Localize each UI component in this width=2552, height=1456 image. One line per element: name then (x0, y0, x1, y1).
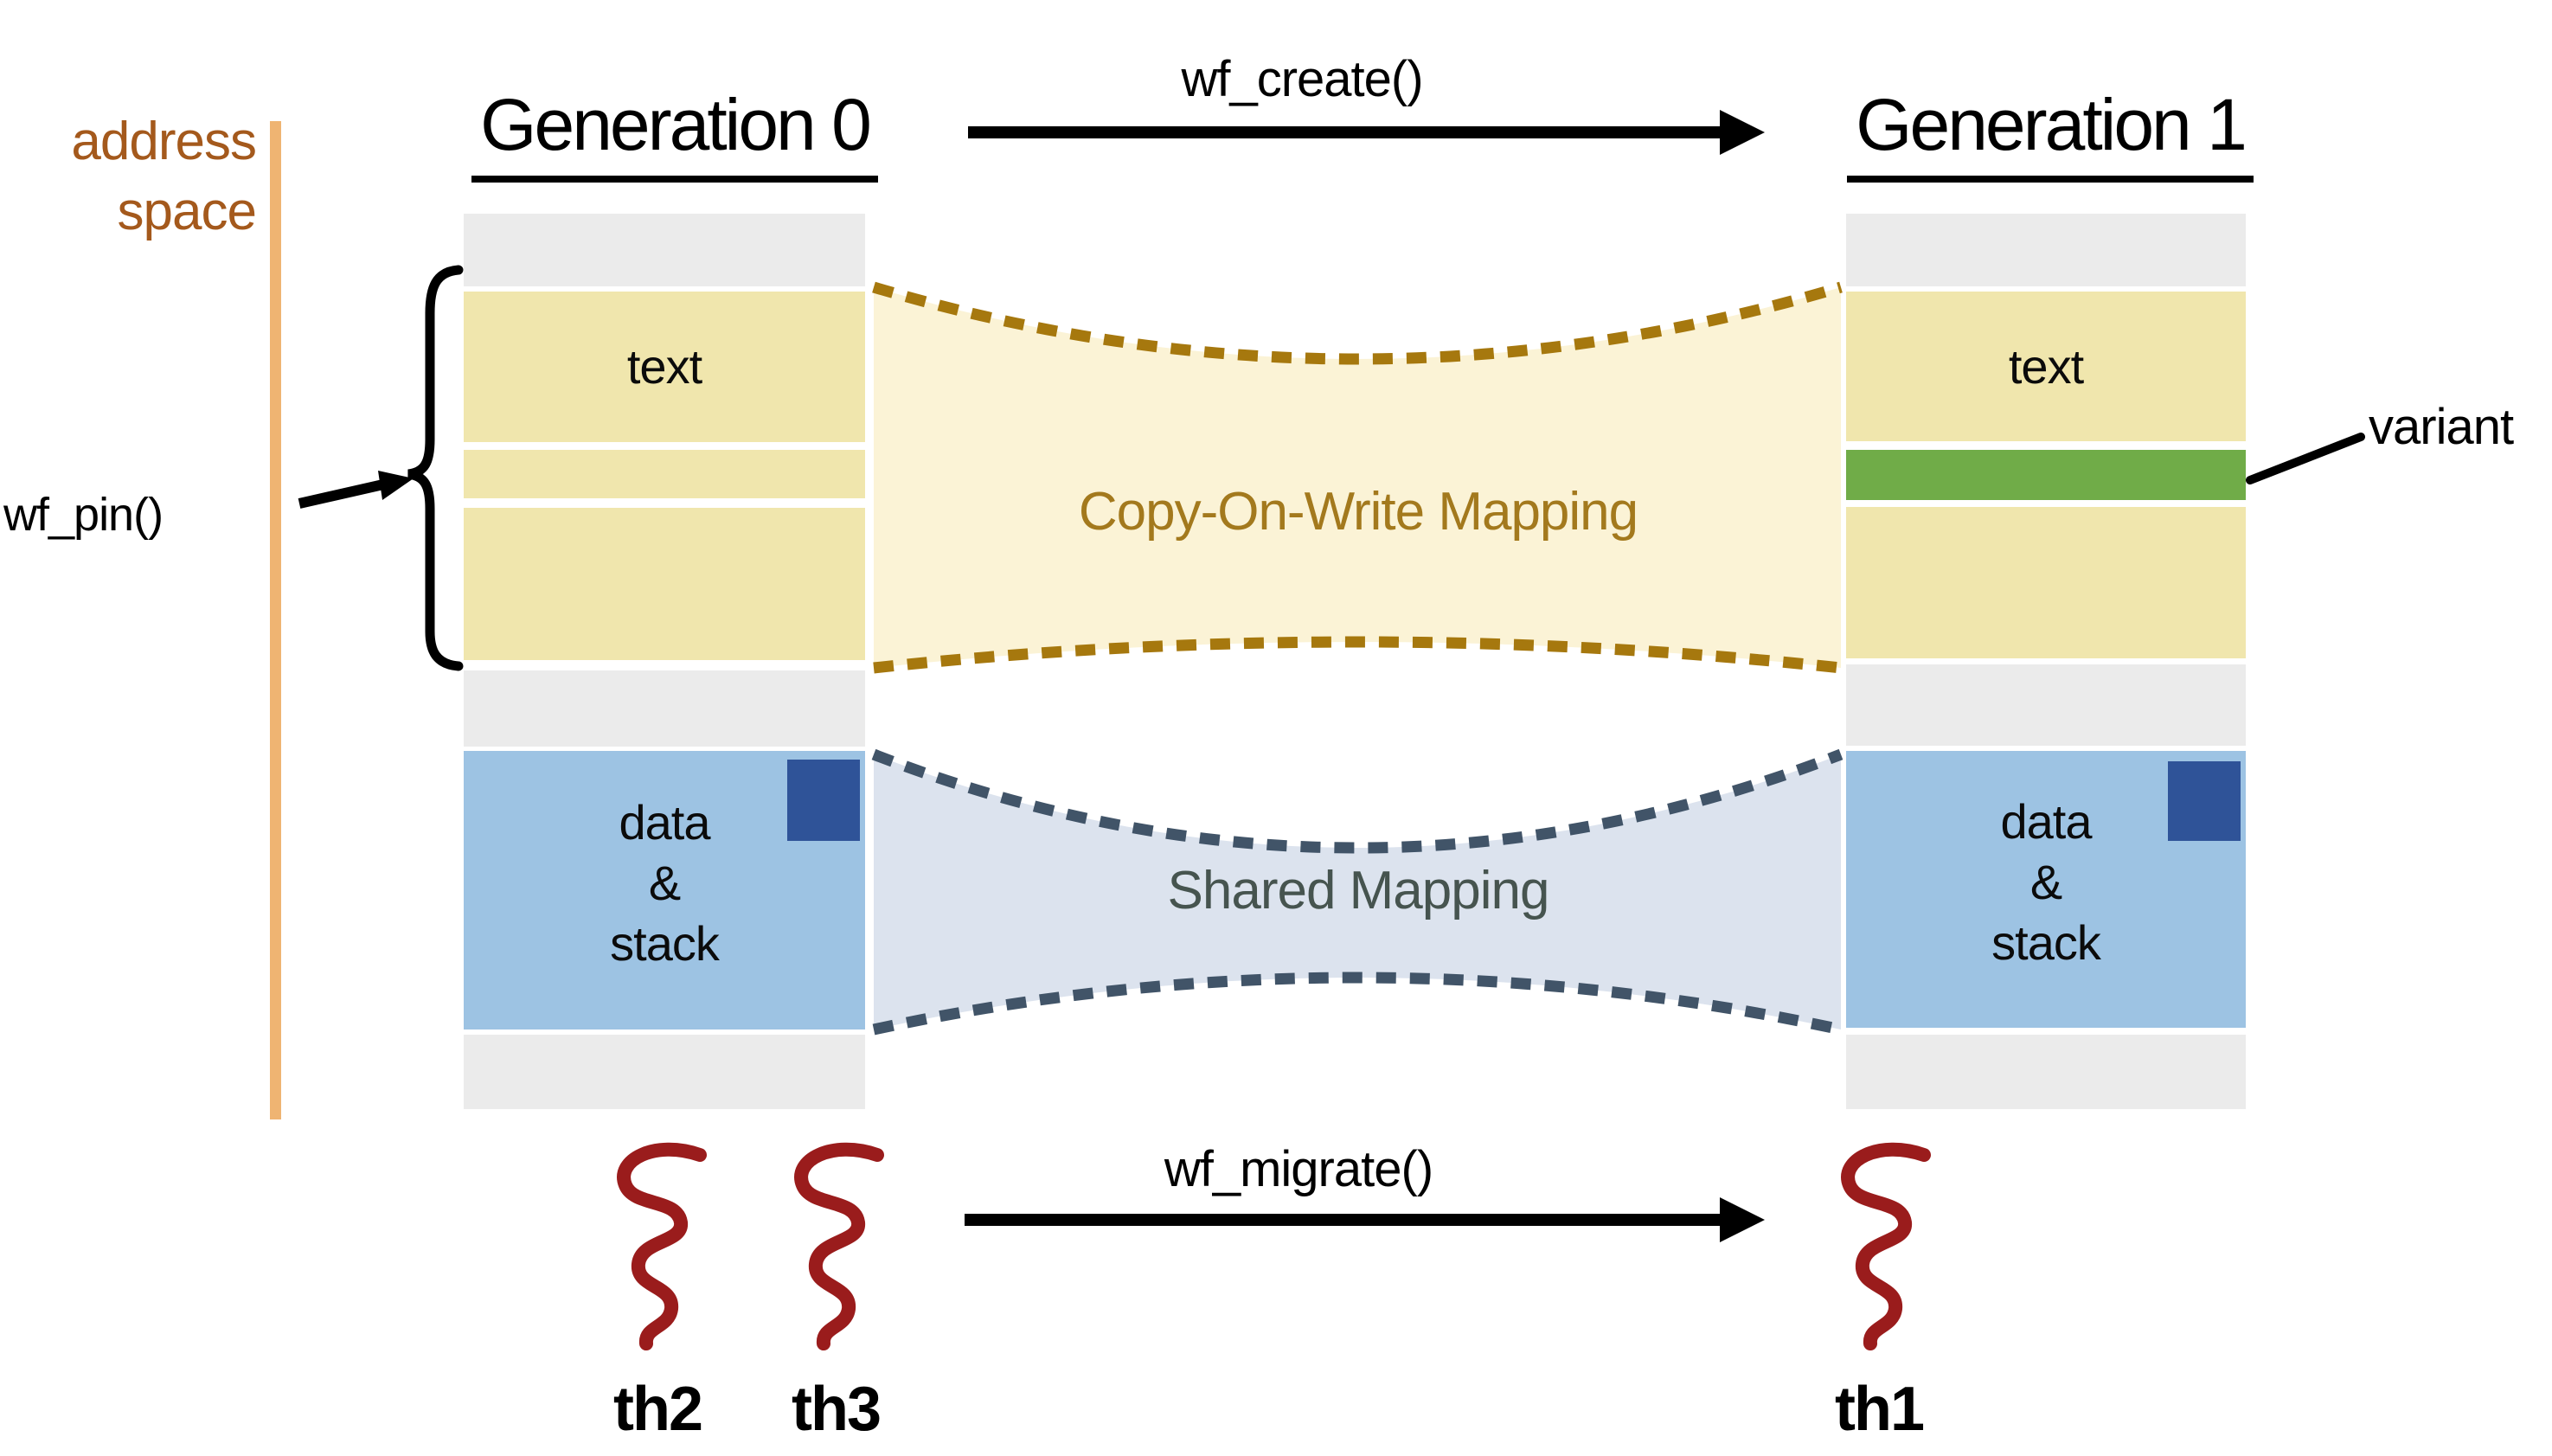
cow-region-top-dashed-curve (872, 281, 1843, 365)
wf-migrate-arrow (965, 1197, 1765, 1242)
shared-region-bottom-dashed-curve (872, 972, 1843, 1036)
gen1-unused-segment-middle (1846, 664, 2246, 746)
variant-label: variant (2369, 399, 2514, 455)
shared-region (874, 754, 1841, 1029)
gen1-stack-label: stack (1991, 915, 2101, 970)
gen1-amp-label: & (2029, 855, 2062, 909)
wf-migrate-label: wf_migrate() (1164, 1141, 1433, 1197)
shared-region-top-dashed-curve (871, 748, 1843, 854)
gen0-pinned-page-marker (787, 760, 860, 841)
thread-squiggle-icon-th2 (617, 1142, 707, 1350)
gen1-data-stack-label: data & stack (1991, 792, 2101, 973)
gen1-text-segment: text (1846, 292, 2246, 441)
gen0-amp-label: & (648, 856, 681, 910)
gen1-text-segment-label: text (2008, 338, 2084, 394)
gen0-data-stack-label: data & stack (610, 792, 720, 974)
shared-mapping-label: Shared Mapping (1167, 861, 1550, 920)
gen0-text-segment: text (464, 292, 865, 442)
address-space-label: address space (0, 107, 257, 247)
gen0-text-segment-label: text (626, 339, 702, 394)
gen0-unused-segment-bottom (464, 1035, 865, 1109)
wf-pin-arrow (298, 471, 414, 509)
gen1-pinned-page-marker (2168, 761, 2241, 841)
gen1-data-stack-segment: data & stack (1846, 751, 2246, 1028)
variant-leader-line (2246, 433, 2365, 484)
gen1-unused-segment-top (1846, 214, 2246, 286)
gen0-text-segment-row3 (464, 508, 865, 660)
wf-create-label: wf_create() (1181, 51, 1423, 107)
generation0-title-text: Generation 0 (471, 83, 878, 183)
address-space-axis (270, 121, 281, 1119)
address-space-line1: address (71, 112, 257, 171)
pin-brace-icon (407, 265, 464, 671)
thread-squiggle-icon-th3 (794, 1142, 884, 1350)
thread-th2-label: th2 (613, 1375, 703, 1444)
gen1-variant-segment (1846, 450, 2246, 500)
gen0-data-label: data (619, 795, 710, 850)
wf-create-arrow (968, 110, 1765, 155)
gen1-data-label: data (2000, 794, 2092, 849)
generation1-title-text: Generation 1 (1847, 83, 2254, 183)
gen0-text-segment-row2 (464, 450, 865, 498)
gen1-unused-segment-bottom (1846, 1035, 2246, 1109)
gen0-unused-segment-middle (464, 670, 865, 747)
thread-th1-label: th1 (1835, 1375, 1925, 1444)
thread-th3-label: th3 (792, 1375, 882, 1444)
gen0-unused-segment-top (464, 214, 865, 286)
thread-squiggle-icon-th1 (1841, 1142, 1931, 1350)
wf-pin-label: wf_pin() (3, 489, 164, 541)
generation0-title: Generation 0 (415, 83, 934, 183)
gen0-data-stack-segment: data & stack (464, 751, 865, 1029)
gen1-text-segment-row3 (1846, 507, 2246, 658)
cow-region (874, 287, 1841, 668)
cow-region-bottom-dashed-curve (873, 636, 1842, 674)
cow-mapping-label: Copy-On-Write Mapping (1078, 482, 1638, 542)
generation1-title: Generation 1 (1791, 83, 2310, 183)
gen0-stack-label: stack (610, 916, 720, 971)
address-space-line2: space (117, 181, 257, 241)
